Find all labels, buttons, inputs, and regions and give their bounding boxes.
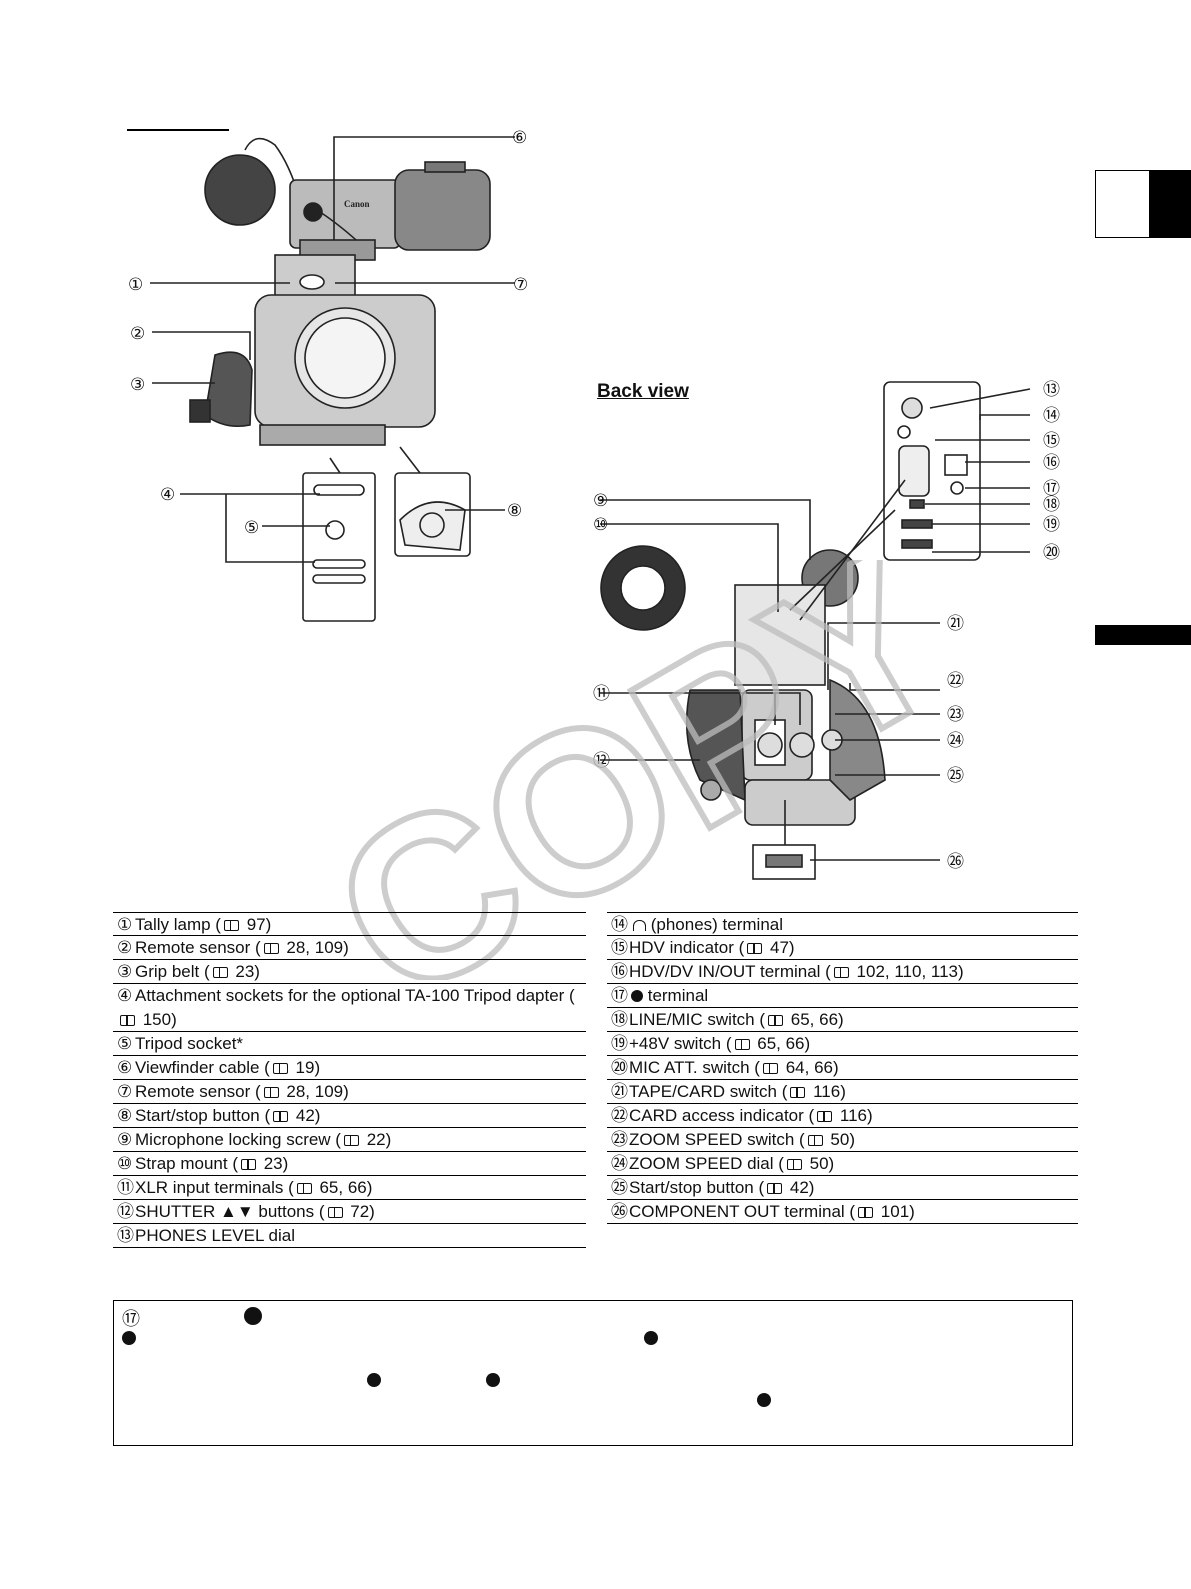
camcorder-diagram: ⑥ ① ⑦ ② ③ ④ ⑤ ⑧ ⑨ ⑩ ⑪ ⑫ ⑬ ⑭ ⑮ ⑯ ⑰ ⑱ ⑲ ⑳ … [128, 128, 1060, 880]
back-parts-list: ⑭ (phones) terminal ⑮HDV indicator ( 47)… [607, 912, 1078, 1224]
callout-8: ⑧ [507, 501, 522, 520]
book-icon [790, 1087, 806, 1098]
list-item: ⑬PHONES LEVEL dial [113, 1224, 586, 1248]
list-item: ㉑TAPE/CARD switch ( 116) [607, 1080, 1078, 1104]
callout-5: ⑤ [244, 518, 259, 537]
callout-18: ⑱ [1043, 495, 1060, 514]
camera-brand-label: Canon [344, 199, 370, 209]
list-item: ⑪XLR input terminals ( 65, 66) [113, 1176, 586, 1200]
callout-16: ⑯ [1043, 453, 1060, 472]
callout-10: ⑩ [593, 515, 608, 534]
callout-1: ① [128, 275, 143, 294]
book-icon [223, 920, 239, 931]
chapter-tab-marker [1149, 170, 1191, 238]
book-icon [767, 1183, 783, 1194]
callout-24: ㉔ [947, 731, 964, 750]
callout-11: ⑪ [593, 684, 610, 703]
list-item: ⑳MIC ATT. switch ( 64, 66) [607, 1056, 1078, 1080]
callout-15: ⑮ [1043, 431, 1060, 450]
lanc-logo-icon [367, 1373, 381, 1387]
list-item: ⑲+48V switch ( 65, 66) [607, 1032, 1078, 1056]
book-icon [762, 1063, 778, 1074]
book-icon [273, 1111, 289, 1122]
callout-13: ⑬ [1043, 380, 1060, 399]
list-item: ⑯HDV/DV IN/OUT terminal ( 102, 110, 113) [607, 960, 1078, 984]
book-icon [241, 1159, 256, 1170]
note-number: ⑰ [122, 1309, 140, 1329]
lanc-logo-icon [644, 1331, 658, 1345]
book-icon [120, 1015, 135, 1026]
book-icon [747, 943, 763, 954]
callout-26: ㉖ [947, 852, 964, 871]
book-icon [817, 1111, 833, 1122]
lanc-logo-icon [244, 1307, 262, 1325]
book-icon [858, 1207, 874, 1218]
list-item: ㉔ZOOM SPEED dial ( 50) [607, 1152, 1078, 1176]
list-item: ㉕Start/stop button ( 42) [607, 1176, 1078, 1200]
callout-9: ⑨ [593, 491, 608, 510]
callout-17: ⑰ [1043, 479, 1060, 498]
lanc-logo-icon [757, 1393, 771, 1407]
book-icon [786, 1159, 802, 1170]
book-icon [212, 967, 228, 978]
callout-25: ㉕ [947, 766, 964, 785]
callout-2: ② [130, 324, 145, 343]
book-icon [768, 1015, 784, 1026]
list-item: ㉓ZOOM SPEED switch ( 50) [607, 1128, 1078, 1152]
callout-22: ㉒ [947, 671, 964, 690]
callout-6: ⑥ [512, 128, 527, 147]
list-item: ⑭ (phones) terminal [607, 912, 1078, 936]
list-item: ⑱LINE/MIC switch ( 65, 66) [607, 1008, 1078, 1032]
book-icon [807, 1135, 823, 1146]
headphones-icon [633, 920, 646, 931]
list-item: ⑫SHUTTER ▲▼ buttons ( 72) [113, 1200, 586, 1224]
callout-7: ⑦ [513, 275, 528, 294]
list-item: ㉖COMPONENT OUT terminal ( 101) [607, 1200, 1078, 1224]
book-icon [263, 943, 279, 954]
section-tab-marker [1095, 625, 1191, 645]
book-icon [296, 1183, 312, 1194]
lanc-logo-icon [122, 1331, 136, 1345]
callout-20: ⑳ [1043, 543, 1060, 562]
book-icon [263, 1087, 279, 1098]
lanc-icon [631, 990, 643, 1002]
callout-4: ④ [160, 485, 175, 504]
book-icon [327, 1207, 343, 1218]
front-view-title-underline [127, 129, 229, 131]
callout-3: ③ [130, 375, 145, 394]
book-icon [343, 1135, 359, 1146]
book-icon [734, 1039, 750, 1050]
list-item: ⑮HDV indicator ( 47) [607, 936, 1078, 960]
callout-12: ⑫ [593, 751, 610, 770]
book-icon [833, 967, 849, 978]
back-view-title: Back view [597, 381, 689, 402]
callout-19: ⑲ [1043, 515, 1060, 534]
lanc-logo-icon [486, 1373, 500, 1387]
callout-14: ⑭ [1043, 406, 1060, 425]
list-item: ⑰ terminal [607, 984, 1078, 1008]
callout-23: ㉓ [947, 705, 964, 724]
lanc-note-box: ⑰ [113, 1300, 1073, 1446]
callout-21: ㉑ [947, 614, 964, 633]
book-icon [272, 1063, 288, 1074]
list-item: ㉒CARD access indicator ( 116) [607, 1104, 1078, 1128]
